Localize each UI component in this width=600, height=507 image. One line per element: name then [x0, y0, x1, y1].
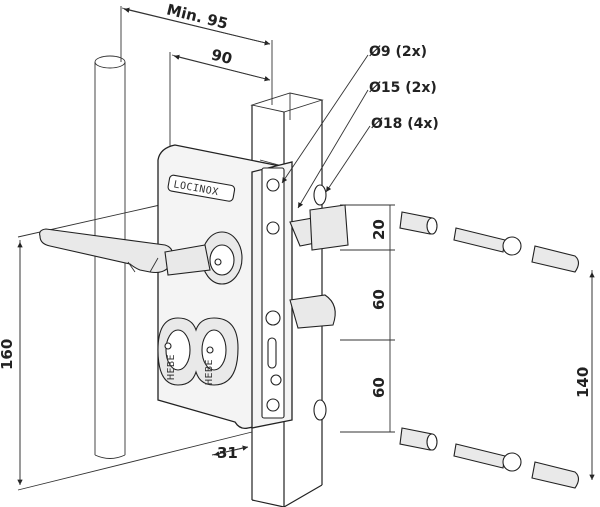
handle — [39, 228, 243, 285]
dim-160-label: 160 — [0, 339, 16, 370]
dim-140-label: 140 — [574, 367, 592, 398]
profile-holes — [313, 184, 327, 421]
dim-60a-label: 60 — [370, 289, 388, 310]
dimension-31: 31 — [211, 444, 249, 462]
hole-d9-label: Ø9 (2x) — [369, 44, 427, 60]
fixing-set-bottom — [399, 427, 580, 489]
faceplate-details — [265, 178, 349, 412]
dim-31-label: 31 — [217, 444, 238, 462]
double-cylinder: HEBE HEBE — [157, 317, 239, 386]
fixing-set-top — [399, 211, 580, 273]
dimension-140: 140 — [574, 270, 595, 480]
dim-20-label: 20 — [370, 219, 388, 240]
cylinder-mark-right: HEBE — [204, 359, 215, 385]
hole-callouts: Ø9 (2x) Ø15 (2x) Ø18 (4x) — [281, 44, 439, 209]
dimension-min95: Min. 95 — [120, 0, 273, 105]
dimension-160: 160 — [0, 204, 253, 491]
dim-min95-label: Min. 95 — [165, 0, 230, 33]
dim-60b-label: 60 — [370, 377, 388, 398]
dimension-90: 90 — [169, 46, 271, 150]
cylinder-mark-left: HEBE — [166, 354, 177, 380]
dimension-spacing: 20 60 60 — [340, 204, 395, 433]
hole-d18-label: Ø18 (4x) — [371, 116, 439, 132]
brand-plate: LOCINOX — [167, 174, 236, 202]
dim-90-label: 90 — [209, 46, 234, 69]
hole-d15-label: Ø15 (2x) — [369, 80, 437, 96]
